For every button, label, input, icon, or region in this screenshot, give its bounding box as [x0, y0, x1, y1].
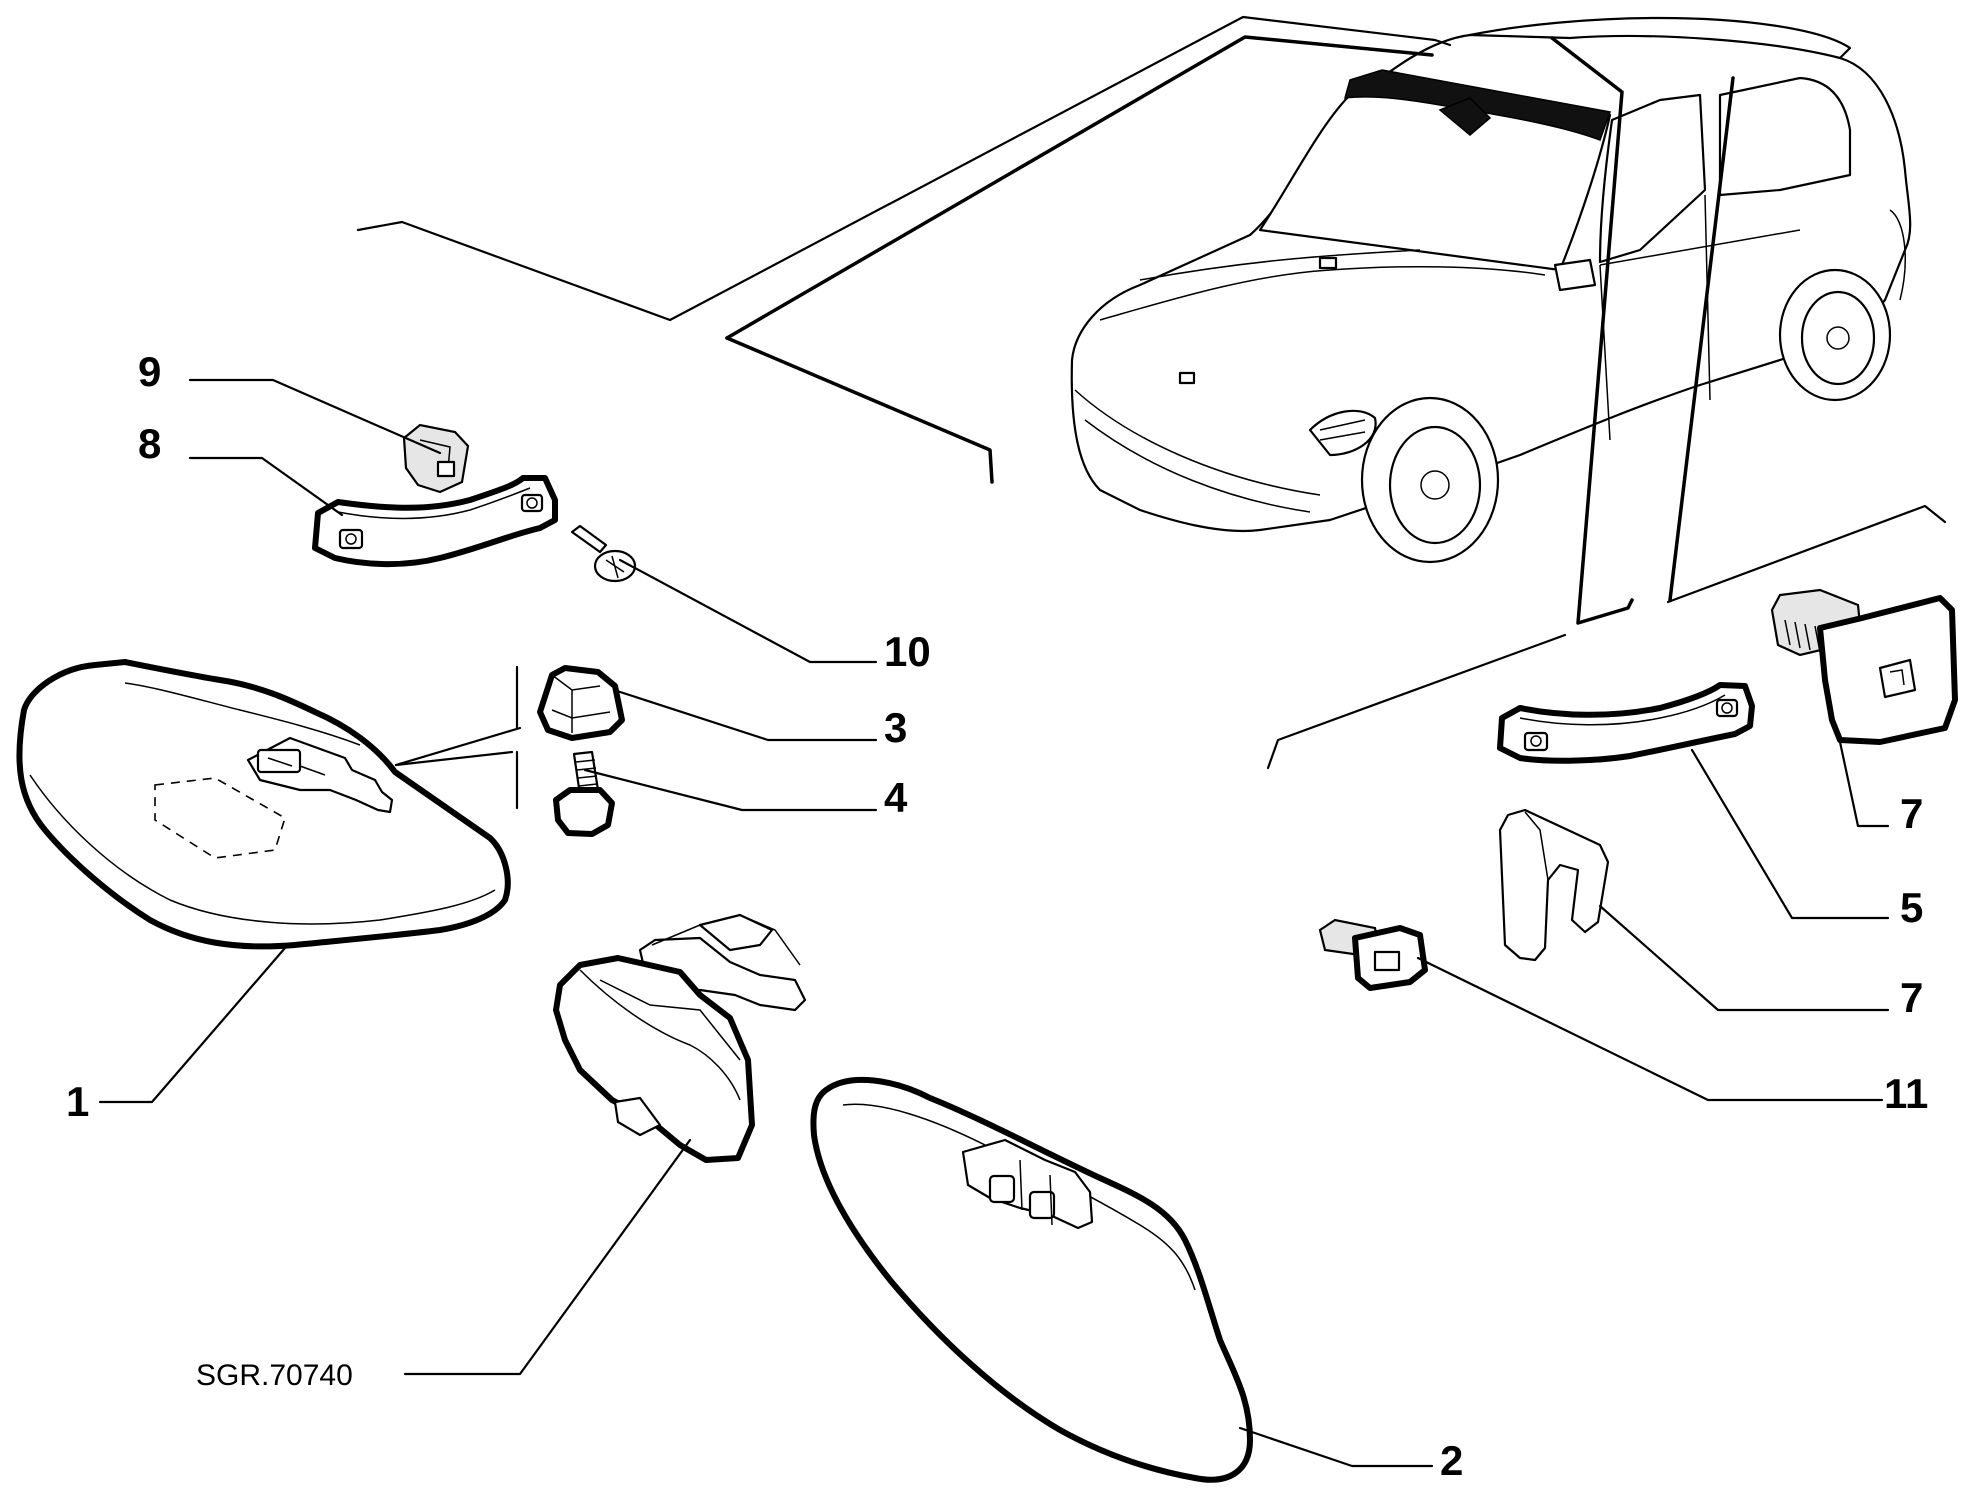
callout-5: 5	[1900, 884, 1923, 931]
reference-code: SGR.70740	[196, 1359, 353, 1392]
callout-labels: 9 8 10 3 4 1 SGR.70740 2 7 5 7 11	[66, 348, 1928, 1484]
callout-3: 3	[884, 704, 907, 751]
callout-11: 11	[1884, 1070, 1928, 1117]
callout-leaders	[98, 378, 1890, 1468]
part-5-bracket	[1497, 682, 1755, 764]
part-9-clip	[402, 423, 470, 494]
part-sgr-housing	[553, 913, 807, 1163]
part-11-clip	[1318, 918, 1428, 991]
callout-9: 9	[138, 348, 161, 395]
assembly-frame-lines	[356, 15, 1947, 770]
callout-2: 2	[1440, 1437, 1463, 1484]
part-8-bracket	[312, 475, 558, 568]
part-4-screw	[553, 750, 615, 837]
callout-8: 8	[138, 420, 161, 467]
part-3-clip	[537, 665, 625, 741]
part-2-sun-visor-right	[810, 1076, 1253, 1483]
part-7-hook	[1498, 808, 1610, 962]
callout-4: 4	[884, 774, 908, 821]
part-7-clip-upper	[1770, 588, 1958, 745]
part-1-sun-visor-left	[16, 659, 522, 950]
part-10-screw	[570, 524, 637, 583]
callout-7-lower: 7	[1900, 974, 1923, 1021]
callout-7-upper: 7	[1900, 790, 1923, 837]
vehicle-illustration	[1070, 16, 1912, 564]
callout-1: 1	[66, 1078, 89, 1125]
callout-10: 10	[884, 628, 931, 675]
